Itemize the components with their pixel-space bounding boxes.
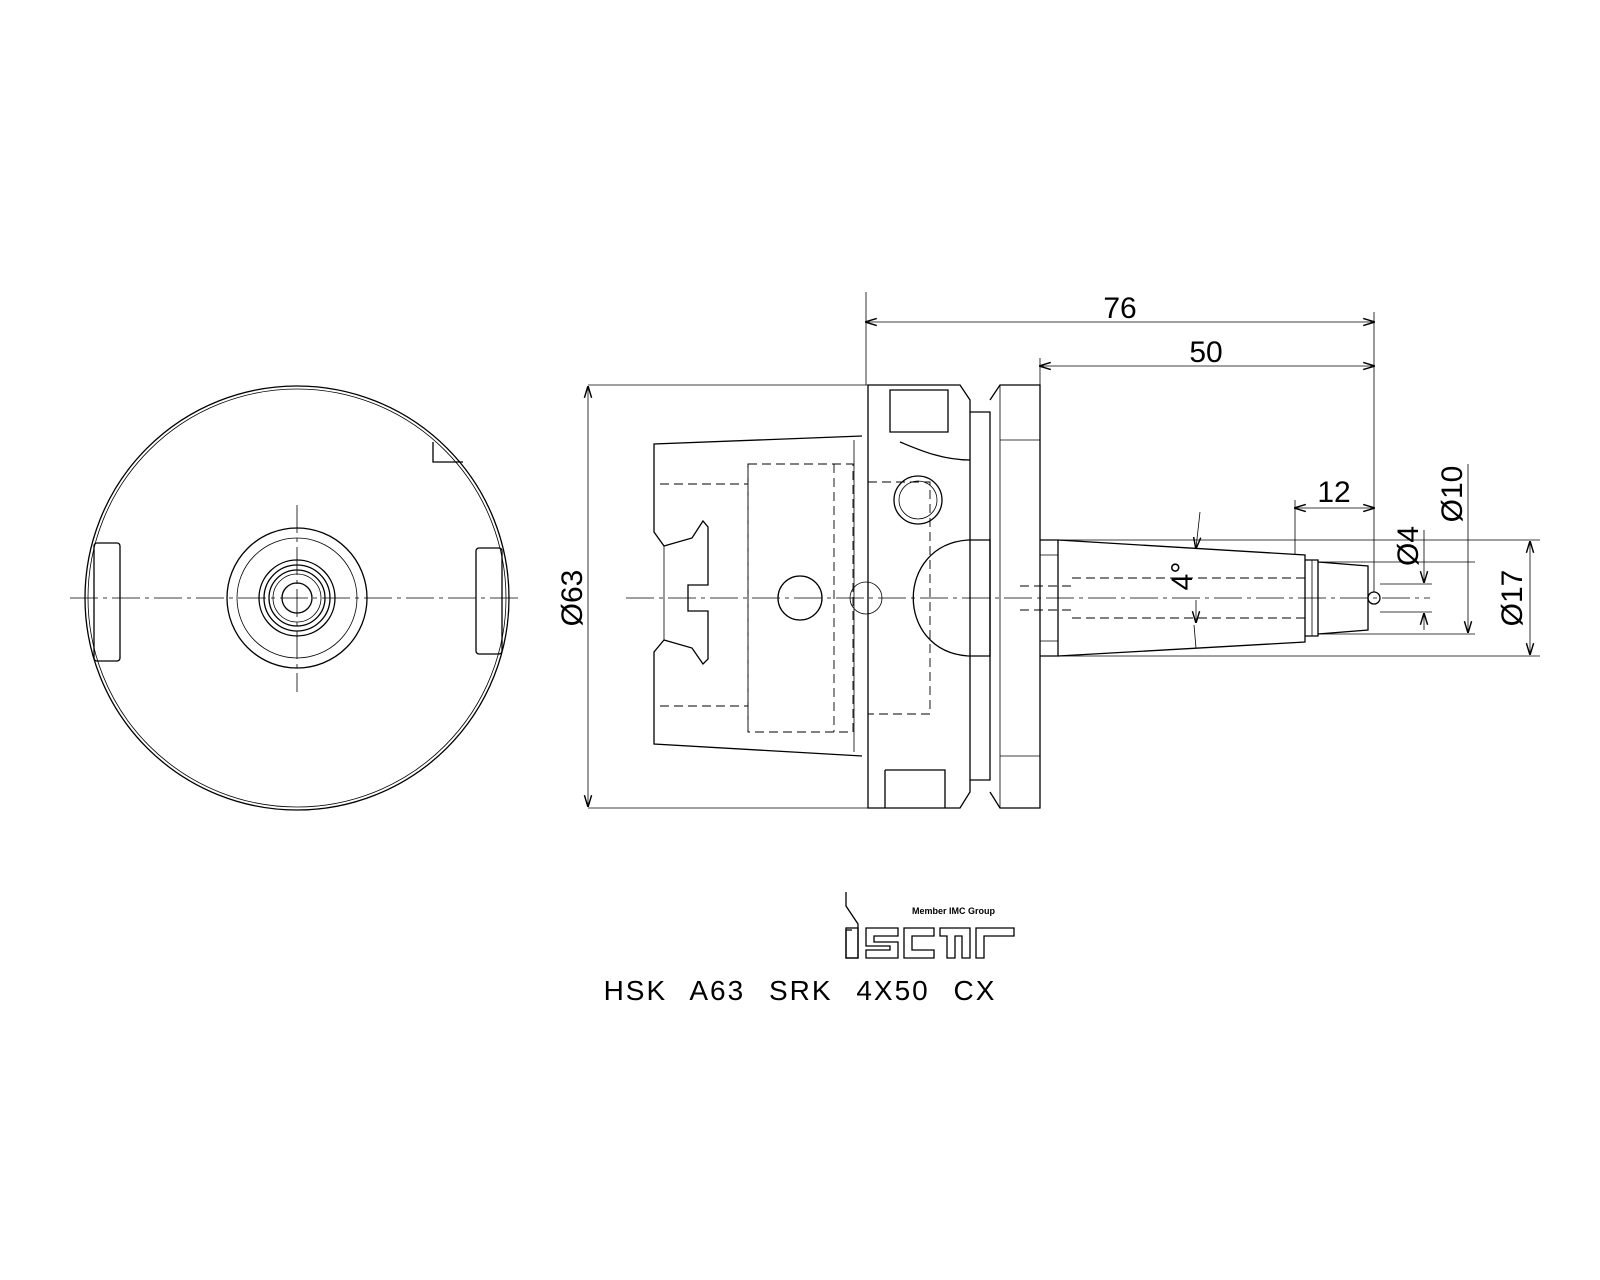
side-view [626, 384, 1430, 809]
iscar-logo: Member IMC Group [845, 892, 1015, 959]
dim-shank-diameter: Ø17 [1496, 570, 1529, 627]
dim-gauge-length: 50 [1189, 336, 1222, 369]
end-view [70, 385, 520, 811]
dim-taper-angle: 4° [1166, 562, 1199, 591]
dimension-lines [588, 292, 1540, 809]
dim-tip-length: 12 [1317, 476, 1350, 509]
dim-bore-diameter: Ø4 [1392, 526, 1425, 566]
dim-overall-length: 76 [1103, 292, 1136, 325]
dim-flange-diameter: Ø63 [556, 570, 589, 627]
dim-tip-diameter: Ø10 [1436, 466, 1469, 523]
part-designation: HSK A63 SRK 4X50 CX [603, 975, 997, 1006]
logo-tagline: Member IMC Group [912, 906, 996, 916]
dimension-labels: 76 50 12 Ø63 Ø17 Ø10 Ø4 4° [556, 292, 1529, 626]
